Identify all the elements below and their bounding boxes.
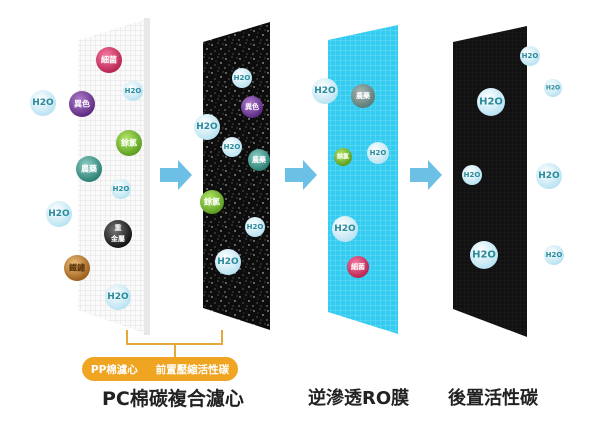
- heavy-metal-particle: 重金屬: [104, 220, 132, 248]
- svg-text:金屬: 金屬: [110, 234, 125, 243]
- svg-text:H2O: H2O: [546, 85, 560, 92]
- svg-text:異色: 異色: [245, 102, 259, 111]
- chlorine-particle: 餘氯: [116, 130, 142, 156]
- arrow-icon: [410, 160, 442, 190]
- pre-carbon-label: 前置壓縮活性碳: [155, 363, 230, 376]
- pesticide-particle: 農藥: [76, 156, 102, 182]
- rust-particle: 鐵鏽: [64, 255, 90, 281]
- svg-text:H2O: H2O: [234, 74, 251, 82]
- chlorine-particle: 餘氯: [200, 190, 224, 214]
- svg-text:餘氯: 餘氯: [121, 138, 137, 148]
- water-particle: H2O: [520, 46, 540, 66]
- ro-membrane-title: 逆滲透RO膜: [308, 388, 410, 409]
- arrow-icon: [285, 160, 317, 190]
- water-particle: H2O: [536, 163, 562, 189]
- color-particle: 異色: [69, 91, 95, 117]
- water-particle: H2O: [470, 241, 498, 269]
- svg-text:重: 重: [115, 223, 122, 232]
- combo-filter-components-badge: PP棉濾心 前置壓縮活性碳: [82, 357, 238, 381]
- bacteria-particle: 細菌: [96, 47, 122, 73]
- svg-text:H2O: H2O: [370, 149, 387, 157]
- svg-text:H2O: H2O: [113, 185, 130, 193]
- bracket: [126, 330, 223, 357]
- combo-filter-title: PC棉碳複合濾心: [102, 388, 244, 410]
- svg-text:H2O: H2O: [479, 97, 503, 108]
- chlorine-particle: 餘氯: [334, 148, 352, 166]
- water-particle: H2O: [462, 165, 482, 185]
- water-particle: H2O: [367, 142, 389, 164]
- water-particle: H2O: [477, 88, 505, 116]
- water-particle: H2O: [30, 90, 56, 116]
- svg-text:H2O: H2O: [464, 171, 481, 179]
- water-particle: H2O: [232, 68, 252, 88]
- water-particle: H2O: [46, 201, 72, 227]
- svg-text:H2O: H2O: [522, 52, 539, 60]
- post-carbon-title: 後置活性碳: [448, 388, 538, 409]
- pesticide-particle: 農藥: [351, 84, 375, 108]
- water-particle: H2O: [332, 216, 358, 242]
- svg-text:餘氯: 餘氯: [204, 197, 220, 207]
- water-particle: H2O: [111, 179, 131, 199]
- water-particle: H2O: [222, 137, 242, 157]
- svg-text:鐵鏽: 鐵鏽: [69, 263, 85, 273]
- svg-text:細菌: 細菌: [351, 262, 365, 271]
- pp-cotton-label: PP棉濾心: [90, 363, 138, 376]
- svg-text:H2O: H2O: [107, 292, 129, 302]
- svg-text:H2O: H2O: [334, 224, 356, 234]
- svg-text:H2O: H2O: [224, 143, 241, 151]
- svg-text:H2O: H2O: [538, 171, 560, 181]
- water-particle: H2O: [123, 81, 143, 101]
- svg-text:餘氯: 餘氯: [337, 153, 349, 161]
- water-particle: H2O: [105, 284, 131, 310]
- svg-text:農藥: 農藥: [356, 91, 371, 100]
- pesticide-particle: 農藥: [248, 149, 270, 171]
- water-particle: H2O: [215, 249, 241, 275]
- color-particle: 異色: [241, 96, 263, 118]
- post-carbon-panel: [453, 26, 527, 337]
- ro-membrane-panel: [328, 25, 398, 334]
- svg-text:H2O: H2O: [48, 209, 70, 219]
- svg-text:H2O: H2O: [314, 86, 336, 96]
- svg-text:H2O: H2O: [217, 257, 239, 267]
- svg-text:H2O: H2O: [125, 87, 142, 95]
- water-particle: H2O: [245, 217, 265, 237]
- carbon-block-panel: [203, 22, 270, 330]
- svg-text:農藥: 農藥: [81, 164, 97, 174]
- svg-text:H2O: H2O: [546, 251, 563, 259]
- svg-text:H2O: H2O: [247, 223, 264, 231]
- svg-text:H2O: H2O: [472, 250, 496, 261]
- svg-text:細菌: 細菌: [101, 55, 117, 65]
- water-particle: H2O: [544, 245, 564, 265]
- svg-text:H2O: H2O: [196, 122, 218, 132]
- svg-text:H2O: H2O: [32, 98, 54, 108]
- water-particle: H2O: [312, 78, 338, 104]
- svg-text:農藥: 農藥: [252, 155, 267, 164]
- arrow-icon: [160, 160, 192, 190]
- svg-text:異色: 異色: [74, 99, 90, 109]
- water-particle: H2O: [544, 79, 562, 97]
- bacteria-particle: 細菌: [347, 256, 369, 278]
- water-particle: H2O: [194, 114, 220, 140]
